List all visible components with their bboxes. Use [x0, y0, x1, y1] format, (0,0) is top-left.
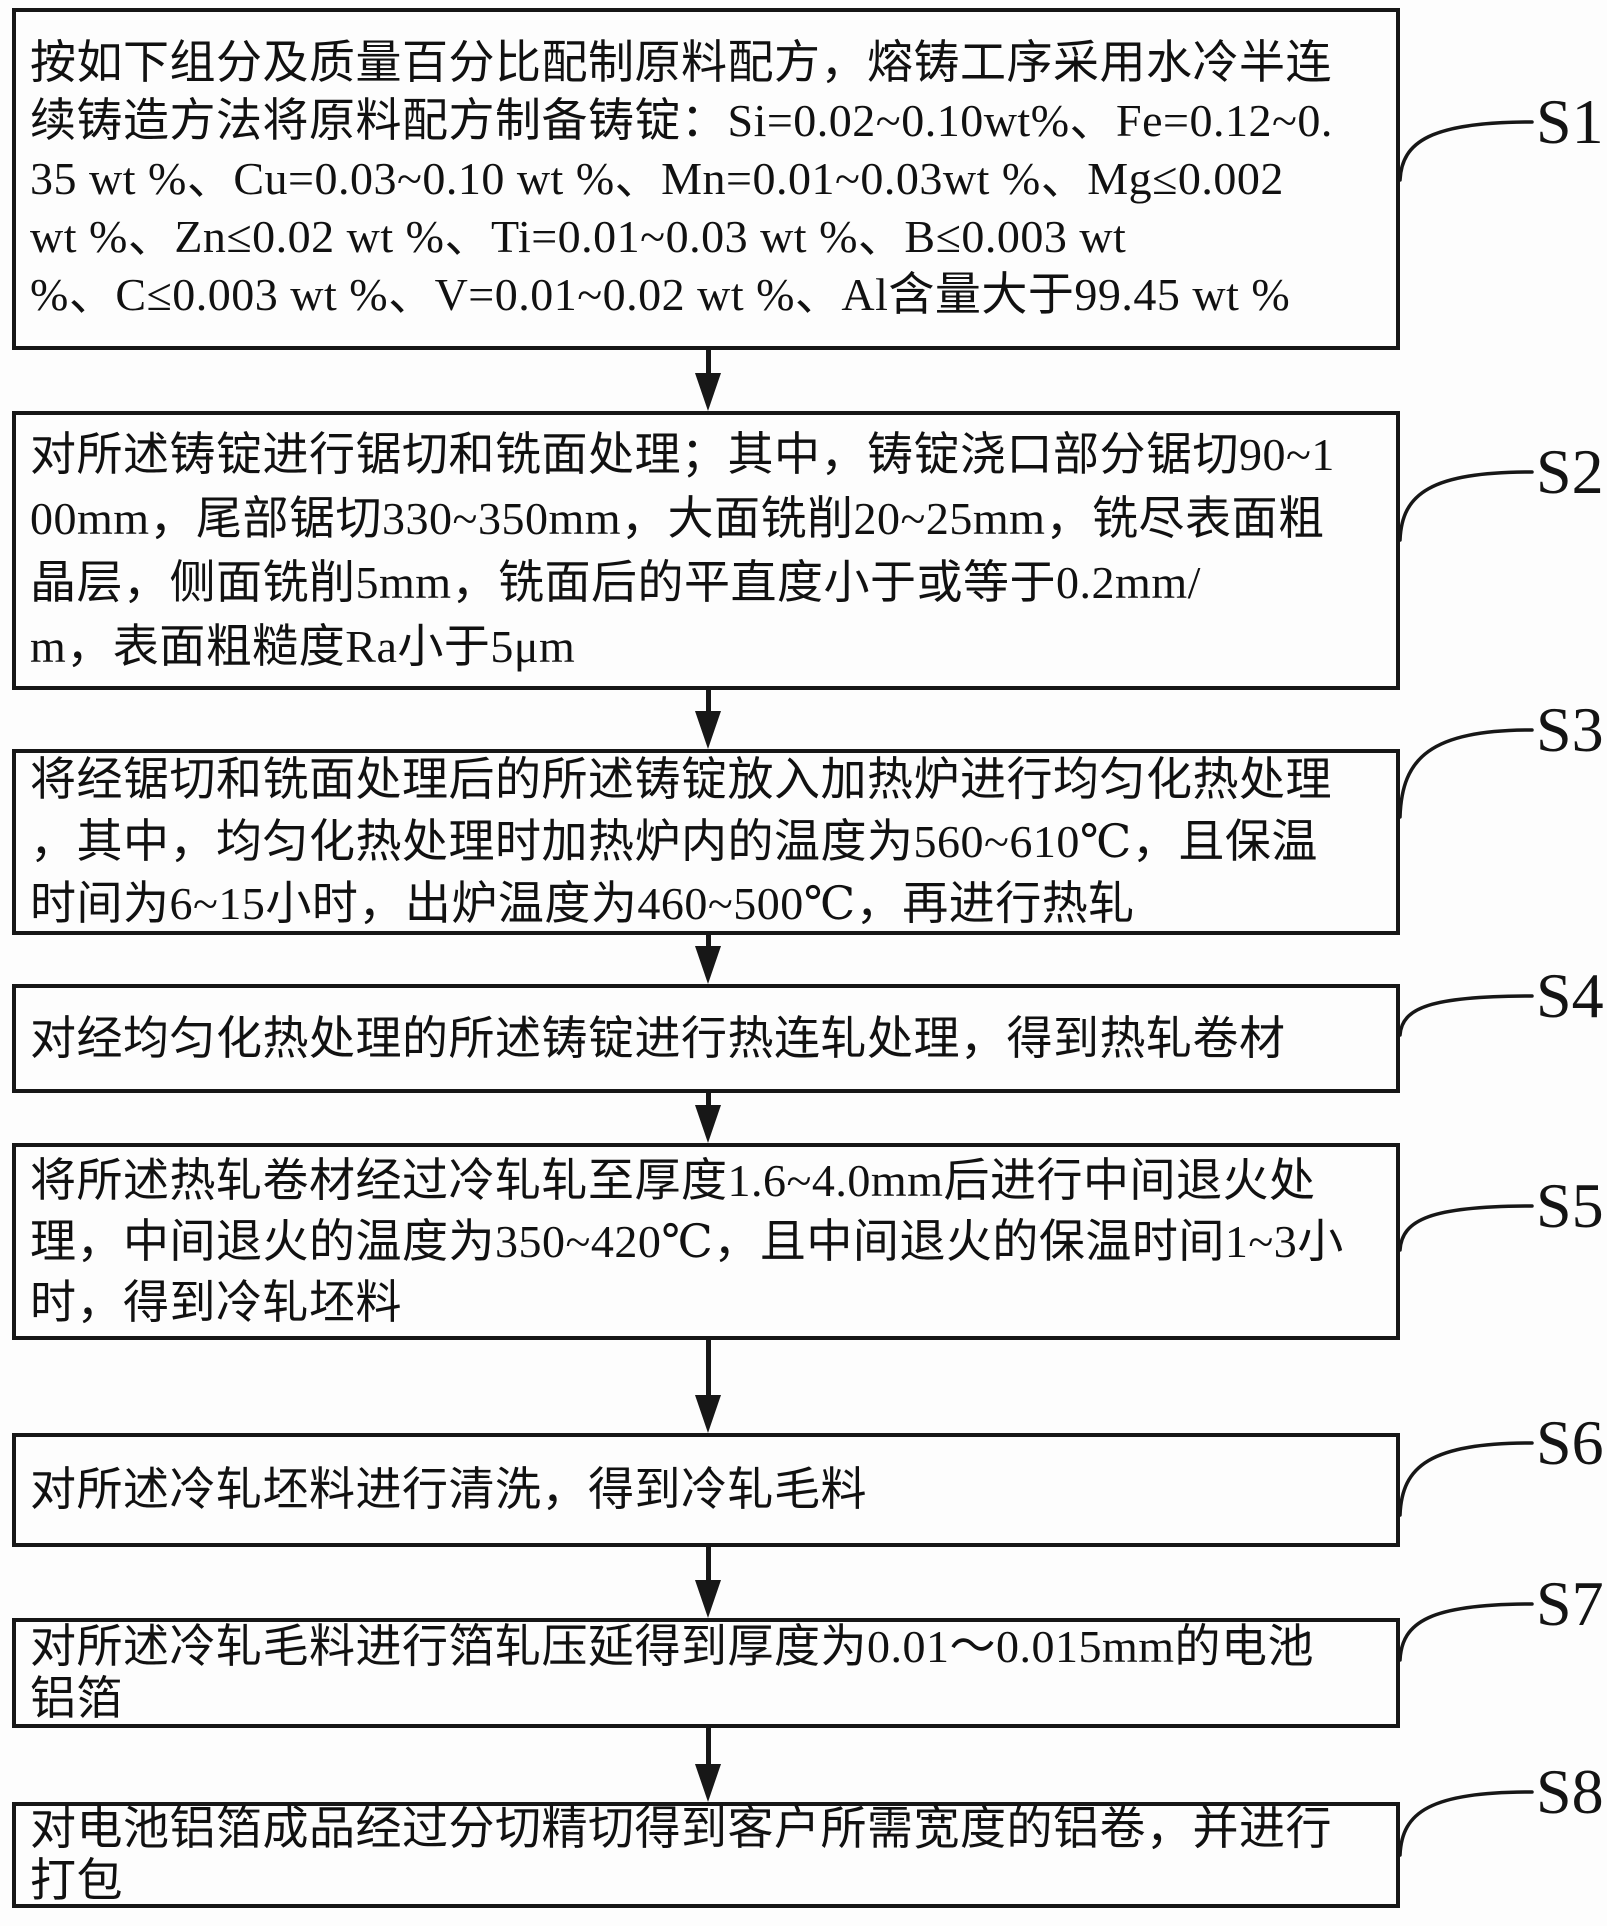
step-text-s4: 对经均匀化热处理的所述铸锭进行热连轧处理，得到热轧卷材 — [30, 1012, 1286, 1064]
step-text-s6: 对所述冷轧坯料进行清洗，得到冷轧毛料 — [30, 1464, 867, 1515]
arrow-shaft — [705, 1547, 711, 1580]
step-box-s2: 对所述铸锭进行锯切和铣面处理；其中，铸锭浇口部分锯切90~1 00mm，尾部锯切… — [12, 411, 1400, 690]
arrow-shaft — [705, 1340, 711, 1395]
down-arrow-icon — [692, 1728, 724, 1802]
step-text-s1: 按如下组分及质量百分比配制原料配方，熔铸工序采用水冷半连 续铸造方法将原料配方制… — [30, 37, 1333, 320]
step-box-s5: 将所述热轧卷材经过冷轧轧至厚度1.6~4.0mm后进行中间退火处 理，中间退火的… — [12, 1143, 1400, 1340]
down-arrow-icon — [692, 690, 724, 749]
leader-line-s4 — [1398, 994, 1534, 1037]
step-text-s8: 对电池铝箔成品经过分切精切得到客户所需宽度的铝卷，并进行 打包 — [30, 1803, 1332, 1906]
step-text-s2: 对所述铸锭进行锯切和铣面处理；其中，铸锭浇口部分锯切90~1 00mm，尾部锯切… — [30, 428, 1335, 672]
arrow-shaft — [705, 1728, 711, 1764]
step-label-s7: S7 — [1536, 1568, 1604, 1639]
step-box-s8: 对电池铝箔成品经过分切精切得到客户所需宽度的铝卷，并进行 打包 — [12, 1802, 1400, 1908]
step-box-s7: 对所述冷轧毛料进行箔轧压延得到厚度为0.01～0.015mm的电池 铝箔 — [12, 1618, 1400, 1728]
leader-line-s7 — [1398, 1602, 1534, 1662]
leader-line-s6 — [1398, 1441, 1534, 1517]
step-text-s5: 将所述热轧卷材经过冷轧轧至厚度1.6~4.0mm后进行中间退火处 理，中间退火的… — [30, 1155, 1344, 1328]
arrow-head — [695, 1395, 721, 1433]
arrow-head — [695, 946, 721, 984]
step-label-s2: S2 — [1536, 436, 1604, 507]
down-arrow-icon — [692, 350, 724, 411]
step-box-s4: 对经均匀化热处理的所述铸锭进行热连轧处理，得到热轧卷材 — [12, 984, 1400, 1093]
step-label-s3: S3 — [1536, 694, 1604, 765]
step-label-s8: S8 — [1536, 1756, 1604, 1827]
arrow-head — [695, 1764, 721, 1802]
leader-line-s8 — [1398, 1790, 1534, 1857]
arrow-shaft — [705, 934, 711, 946]
step-box-s6: 对所述冷轧坯料进行清洗，得到冷轧毛料 — [12, 1433, 1400, 1547]
leader-line-s1 — [1398, 120, 1534, 182]
arrow-head — [695, 1105, 721, 1143]
step-box-s1: 按如下组分及质量百分比配制原料配方，熔铸工序采用水冷半连 续铸造方法将原料配方制… — [12, 8, 1400, 350]
leader-line-s2 — [1398, 470, 1534, 542]
leader-line-s3 — [1398, 728, 1534, 819]
down-arrow-icon — [692, 934, 724, 984]
step-label-s6: S6 — [1536, 1407, 1604, 1478]
arrow-head — [695, 373, 721, 411]
step-text-s7: 对所述冷轧毛料进行箔轧压延得到厚度为0.01～0.015mm的电池 铝箔 — [30, 1621, 1315, 1724]
step-text-s3: 将经锯切和铣面处理后的所述铸锭放入加热炉进行均匀化热处理 ，其中，均匀化热处理时… — [30, 754, 1332, 929]
down-arrow-icon — [692, 1547, 724, 1618]
arrow-head — [695, 1580, 721, 1618]
arrow-shaft — [705, 1093, 711, 1105]
leader-line-s5 — [1398, 1204, 1534, 1252]
arrow-head — [695, 711, 721, 749]
step-box-s3: 将经锯切和铣面处理后的所述铸锭放入加热炉进行均匀化热处理 ，其中，均匀化热处理时… — [12, 749, 1400, 935]
step-label-s4: S4 — [1536, 960, 1604, 1031]
arrow-shaft — [705, 350, 711, 373]
step-label-s5: S5 — [1536, 1170, 1604, 1241]
step-label-s1: S1 — [1536, 86, 1604, 157]
down-arrow-icon — [692, 1093, 724, 1143]
down-arrow-icon — [692, 1340, 724, 1433]
arrow-shaft — [705, 690, 711, 711]
